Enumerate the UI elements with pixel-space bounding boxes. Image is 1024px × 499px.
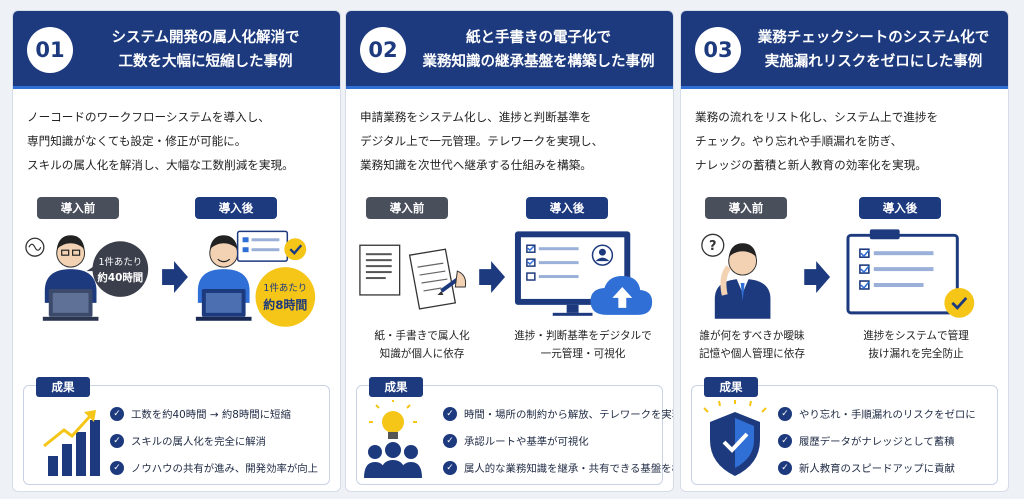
description-line: ノーコードのワークフローシステムを導入し、 (27, 110, 270, 124)
result-panel: 成果 ✓工数を約40時間 → 約8時間に短縮 ✓スキルの属人化を完全に解消 ✓ノ… (23, 377, 330, 485)
case-card-01: 01 システム開発の属人化解消で 工数を大幅に短縮した事例 ノーコードのワークフ… (12, 10, 341, 492)
result-label: 成果 (704, 377, 758, 397)
bubble-text: 1件あたり (263, 282, 307, 294)
check-icon: ✓ (443, 433, 457, 448)
case-title: システム開発の属人化解消で 工数を大幅に短縮した事例 (79, 26, 332, 74)
result-item: ✓承認ルートや基準が可視化 (443, 427, 658, 454)
case-title-line: 業務チェックシートのシステム化で (757, 30, 990, 46)
before-after-illustration: 1件あたり 約40時間 1件あたり 約8時間 (25, 230, 316, 327)
check-icon: ✓ (110, 460, 124, 475)
result-item: ✓属人的な業務知識を継承・共有できる基盤を構築 (443, 454, 673, 481)
description-line: 業務知識を次世代へ継承する仕組みを構築。 (360, 158, 592, 172)
check-icon: ✓ (110, 406, 124, 421)
arrow-right-icon (479, 261, 506, 293)
team-lightbulb-icon (364, 400, 422, 478)
description-line: 申請業務をシステム化し、進捗と判断基準を (360, 110, 592, 124)
case-number: 02 (360, 27, 406, 73)
stressed-worker-icon (25, 235, 99, 321)
check-icon: ✓ (443, 460, 457, 475)
bubble-text: 約8時間 (263, 298, 307, 312)
result-item: ✓新人教育のスピードアップに貢献 (778, 454, 993, 481)
card-header: 01 システム開発の属人化解消で 工数を大幅に短縮した事例 (13, 11, 340, 89)
after-caption: 進捗・判断基準をデジタルで 一元管理・可視化 (514, 330, 652, 360)
card-header: 02 紙と手書きの電子化で 業務知識の継承基盤を構築した事例 (346, 11, 673, 89)
description-line: チェック。やり忘れや手順漏れを防ぎ、 (695, 134, 903, 148)
case-title-line: 業務知識の継承基盤を構築した事例 (422, 54, 655, 70)
case-description: ノーコードのワークフローシステムを導入し、 専門知識がなくても設定・修正が可能に… (27, 105, 334, 177)
case-description: 申請業務をシステム化し、進捗と判断基準を デジタル上で一元管理。テレワークを実現… (360, 105, 667, 177)
result-bubble: 1件あたり 約8時間 (255, 267, 316, 327)
case-title: 業務チェックシートのシステム化で 実施漏れリスクをゼロにした事例 (747, 26, 1000, 74)
after-caption: 進捗をシステムで管理 抜け漏れを完全防止 (863, 330, 969, 360)
case-card-03: 03 業務チェックシートのシステム化で 実施漏れリスクをゼロにした事例 業務の流… (680, 10, 1009, 492)
after-label: 導入後 (195, 197, 277, 219)
result-panel: 成果 ✓やり忘れ・手順漏れのリスクをゼロに ✓履歴データがナレッジとして蓄積 ✓… (691, 377, 998, 485)
shield-check-icon (703, 400, 767, 476)
before-caption: 誰が何をすべきか曖昧 記憶や個人管理に依存 (699, 330, 805, 360)
after-label: 導入後 (859, 197, 941, 219)
speech-bubble: 1件あたり 約40時間 (86, 241, 149, 297)
before-label: 導入前 (366, 197, 448, 219)
case-number: 03 (695, 27, 741, 73)
case-card-02: 02 紙と手書きの電子化で 業務知識の継承基盤を構築した事例 申請業務をシステム… (345, 10, 674, 492)
result-item: ✓スキルの属人化を完全に解消 (110, 427, 325, 454)
before-caption: 紙・手書きで属人化 知識が個人に依存 (374, 330, 470, 360)
case-title-line: 紙と手書きの電子化で (466, 30, 611, 46)
case-title: 紙と手書きの電子化で 業務知識の継承基盤を構築した事例 (412, 26, 665, 74)
description-line: ナレッジの蓄積と新人教育の効率化を実現。 (695, 158, 927, 172)
result-label: 成果 (36, 377, 90, 397)
cloud-upload-icon (590, 276, 653, 315)
case-title-line: 工数を大幅に短縮した事例 (118, 54, 293, 70)
case-title-line: システム開発の属人化解消で (111, 30, 300, 46)
result-item: ✓履歴データがナレッジとして蓄積 (778, 427, 993, 454)
before-after-illustration (359, 231, 653, 316)
check-icon: ✓ (778, 433, 792, 448)
description-line: デジタル上で一元管理。テレワークを実現し、 (360, 134, 604, 148)
arrow-right-icon (804, 261, 831, 293)
case-title-line: 実施漏れリスクをゼロにした事例 (764, 54, 983, 70)
check-icon: ✓ (778, 460, 792, 475)
card-header: 03 業務チェックシートのシステム化で 実施漏れリスクをゼロにした事例 (681, 11, 1008, 89)
result-item: ✓ノウハウの共有が進み、開発効率が向上 (110, 454, 325, 481)
checklist-board-icon (846, 229, 975, 318)
paper-documents-icon (359, 244, 467, 310)
confused-worker-icon: ? (701, 233, 771, 319)
result-item: ✓やり忘れ・手順漏れのリスクをゼロに (778, 400, 993, 427)
description-line: スキルの属人化を解消し、大幅な工数削減を実現。 (27, 158, 294, 172)
before-label: 導入前 (705, 197, 787, 219)
bubble-text: 約40時間 (97, 271, 143, 284)
case-number: 01 (27, 27, 73, 73)
result-item: ✓工数を約40時間 → 約8時間に短縮 (110, 400, 325, 427)
svg-text:?: ? (709, 239, 717, 254)
description-line: 業務の流れをリスト化し、システム上で進捗を (695, 110, 939, 124)
result-label: 成果 (369, 377, 423, 397)
happy-worker-icon (195, 235, 252, 321)
after-label: 導入後 (526, 197, 608, 219)
result-panel: 成果 ✓時間・場所の制約から解放、テレワークを実現 ✓承認ルートや基準が可視化 … (356, 377, 673, 485)
check-icon: ✓ (443, 406, 457, 421)
checklist-window-icon (236, 230, 307, 262)
case-description: 業務の流れをリスト化し、システム上で進捗を チェック。やり忘れや手順漏れを防ぎ、… (695, 105, 1002, 177)
check-icon: ✓ (110, 433, 124, 448)
before-after-illustration: ? (701, 229, 975, 319)
check-icon: ✓ (778, 406, 792, 421)
bubble-text: 1件あたり (98, 256, 142, 268)
description-line: 専門知識がなくても設定・修正が可能に。 (27, 134, 247, 148)
result-item: ✓時間・場所の制約から解放、テレワークを実現 (443, 400, 673, 427)
before-label: 導入前 (37, 197, 119, 219)
growth-chart-icon (43, 410, 100, 476)
arrow-right-icon (162, 261, 188, 293)
